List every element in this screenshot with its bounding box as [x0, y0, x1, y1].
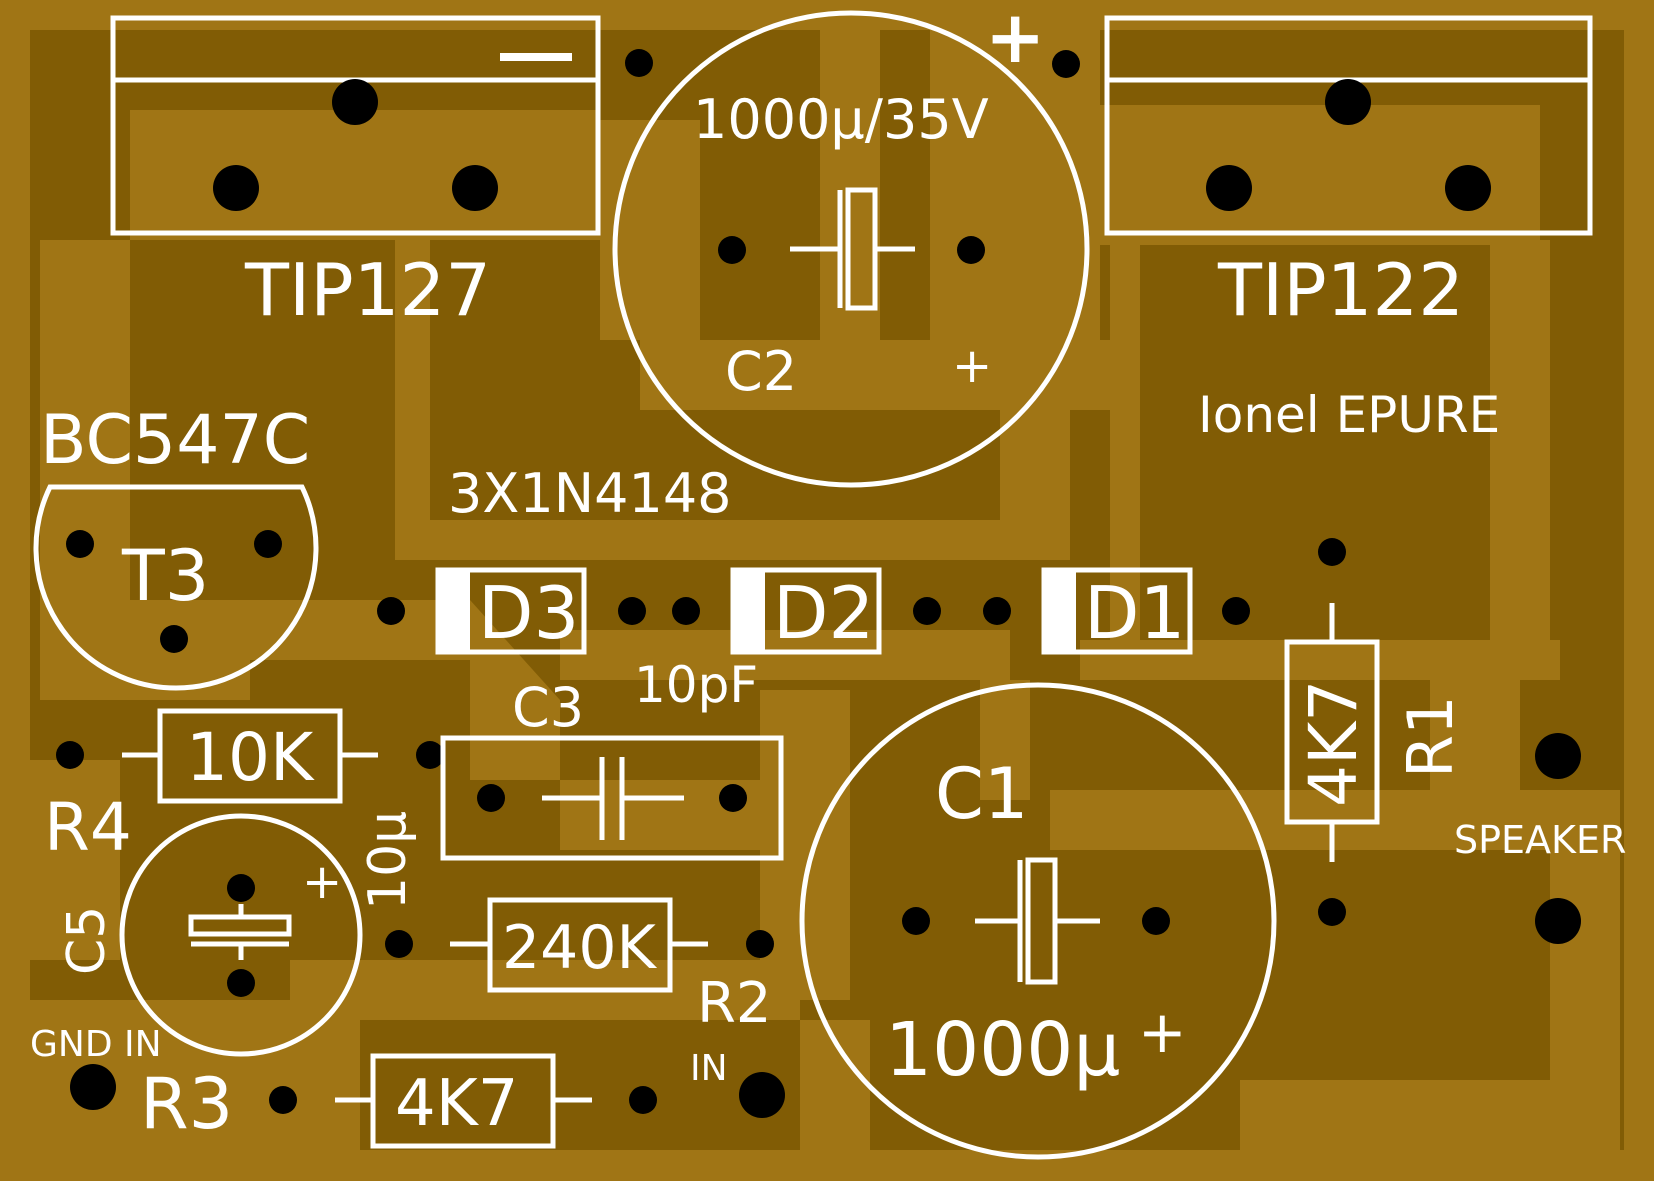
r3-pad-left [269, 1086, 297, 1114]
c2-pad-left [718, 236, 746, 264]
c3-pad-left [477, 784, 505, 812]
d2-ref-label: D2 [773, 571, 874, 655]
in-label: IN [690, 1048, 728, 1089]
r2-ref-label: R2 [697, 971, 772, 1036]
tip127-label: TIP127 [244, 248, 491, 332]
d2-diode [672, 567, 941, 655]
c3-ref-label: C3 [512, 676, 584, 739]
d2-pad-right [913, 597, 941, 625]
c3-capacitor [440, 735, 784, 861]
r1-resistor [1284, 538, 1380, 926]
tip127-pad-emitter [452, 165, 498, 211]
r2-resistor [385, 897, 774, 993]
tip127-transistor [110, 15, 601, 236]
c3-value-label: 10pF [634, 656, 758, 714]
gnd-in-label: GND IN [30, 1024, 162, 1065]
r4-ref-label: R4 [44, 789, 132, 866]
d3-diode [377, 567, 646, 655]
c1-pad-left [902, 907, 930, 935]
c1-plus-mark: + [1138, 998, 1187, 1066]
speaker-pad-1 [1535, 733, 1581, 779]
r3-value-label: 4K7 [395, 1067, 518, 1141]
d2-pad-left [672, 597, 700, 625]
diodes-part-label: 3X1N4148 [448, 462, 732, 525]
r2-pad-left [385, 930, 413, 958]
c1-ref-label: C1 [935, 753, 1028, 835]
t3-pad-center [160, 625, 188, 653]
r1-ref-label: R1 [1394, 695, 1467, 778]
r4-value-label: 10K [186, 719, 315, 796]
pad-top-right [1052, 50, 1080, 78]
d1-pad-left [983, 597, 1011, 625]
c5-pad-top [227, 874, 255, 902]
t3-ref-label: T3 [121, 535, 209, 617]
pad-top-left [625, 49, 653, 77]
d1-ref-label: D1 [1084, 571, 1185, 655]
t3-part-label: BC547C [40, 401, 310, 480]
tip127-pad-base [213, 165, 259, 211]
c2-capacitor [612, 10, 1090, 488]
r3-resistor [269, 1053, 657, 1149]
c2-ref-label: C2 [725, 340, 797, 403]
c5-capacitor [119, 813, 363, 1057]
c1-pad-right [1142, 907, 1170, 935]
author-label: Ionel EPURE [1198, 386, 1500, 444]
tip122-polarity-plus: + [985, 0, 1045, 79]
c5-plus-mark: + [302, 854, 342, 910]
c5-pad-bottom [227, 969, 255, 997]
tip122-label: TIP122 [1217, 248, 1464, 332]
d3-pad-right [618, 597, 646, 625]
d3-pad-left [377, 597, 405, 625]
c5-value-label: 10µ [358, 811, 418, 910]
tip122-transistor [1104, 15, 1593, 236]
tip127-pad-collector [332, 79, 378, 125]
tip122-pad-collector [1325, 79, 1371, 125]
tip122-pad-base [1206, 165, 1252, 211]
d1-diode [983, 567, 1250, 655]
c5-ref-label: C5 [57, 906, 117, 975]
speaker-pad-2 [1535, 898, 1581, 944]
c3-pad-right [719, 784, 747, 812]
tip122-pad-emitter [1445, 165, 1491, 211]
r1-pad-bottom [1318, 898, 1346, 926]
c1-value-label: 1000µ [885, 1007, 1120, 1093]
r2-value-label: 240K [502, 913, 658, 983]
t3-pad-left [66, 530, 94, 558]
c2-value-label: 1000µ/35V [693, 88, 989, 151]
c2-plus-mark: + [952, 338, 992, 394]
r3-ref-label: R3 [140, 1063, 233, 1145]
gnd-in-pad [70, 1064, 116, 1110]
speaker-label: SPEAKER [1454, 818, 1626, 862]
t3-pad-right [254, 530, 282, 558]
r1-pad-top [1318, 538, 1346, 566]
r4-pad-right [416, 741, 444, 769]
r1-value-label: 4K7 [1295, 680, 1372, 807]
in-pad [739, 1072, 785, 1118]
r4-resistor [56, 708, 444, 804]
r4-pad-left [56, 741, 84, 769]
c1-capacitor [799, 682, 1277, 1160]
d1-pad-right [1222, 597, 1250, 625]
t3-transistor [33, 484, 319, 691]
c2-pad-right [957, 236, 985, 264]
r2-pad-right [746, 930, 774, 958]
r3-pad-right [629, 1086, 657, 1114]
d3-ref-label: D3 [478, 571, 579, 655]
